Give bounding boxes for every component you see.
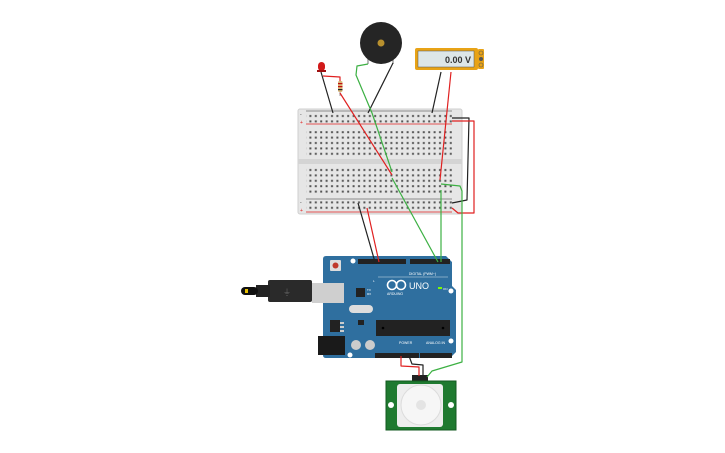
mode-dial-icon[interactable] xyxy=(479,57,483,61)
wire-pir-signal[interactable] xyxy=(426,183,463,378)
wire-rail-ground-bridge[interactable] xyxy=(451,117,470,204)
brand-label: ARDUINO xyxy=(387,292,403,296)
mode-dial-icon[interactable] xyxy=(478,50,484,56)
wire-pir-ground[interactable] xyxy=(408,355,424,376)
multimeter-reading: 0.00 V xyxy=(445,55,471,65)
rail-plus-label-bottom: + xyxy=(300,208,303,214)
wire-buzzer-signal[interactable] xyxy=(355,63,393,173)
mode-dial-icon[interactable] xyxy=(478,62,484,68)
arduino-uno[interactable]: DIGITAL (PWM~) UNO ARDUINO L TX RX ON PO… xyxy=(312,256,456,358)
piezo-buzzer[interactable] xyxy=(360,22,402,64)
model-label: UNO xyxy=(409,281,429,291)
crystal xyxy=(349,305,373,313)
wire-pir-power[interactable] xyxy=(400,356,420,376)
analog-label: ANALOG IN xyxy=(426,341,446,345)
wire-meter-red[interactable] xyxy=(439,71,452,181)
red-led[interactable] xyxy=(317,62,326,72)
wire-meter-black[interactable] xyxy=(431,71,442,114)
wire-buzzer-ground[interactable] xyxy=(367,62,394,114)
rail-plus-label: + xyxy=(300,120,303,126)
wires xyxy=(320,62,475,378)
pir-sensor[interactable] xyxy=(385,375,457,431)
led-l-label: L xyxy=(373,279,375,283)
usb-chip xyxy=(356,288,365,297)
wire-breadboard-pin[interactable] xyxy=(391,177,439,263)
usb-cable[interactable]: ⏚ xyxy=(241,280,312,302)
reset-button-cap[interactable] xyxy=(332,262,339,269)
digital-header-left[interactable] xyxy=(358,259,406,264)
wire-arduino-ground[interactable] xyxy=(357,202,376,263)
capacitor xyxy=(365,340,375,350)
led-tx-label: TX xyxy=(367,288,371,292)
digital-header-right[interactable] xyxy=(410,259,450,264)
power-header[interactable] xyxy=(375,353,419,358)
multimeter[interactable]: 0.00 V xyxy=(415,48,484,70)
power-led xyxy=(438,287,442,289)
led-rx-label: RX xyxy=(367,292,371,296)
analog-header[interactable] xyxy=(420,353,452,358)
wire-rail-power-bridge[interactable] xyxy=(451,120,475,214)
breadboard[interactable]: - + - + xyxy=(297,108,463,215)
wire-led-resistor[interactable] xyxy=(322,75,341,81)
rail-minus-label: - xyxy=(300,112,302,118)
buzzer-center xyxy=(377,39,385,47)
usb-icon: ⏚ xyxy=(283,288,291,297)
usb-port[interactable] xyxy=(312,283,344,303)
atmega-chip xyxy=(376,320,450,336)
voltage-regulator xyxy=(330,320,340,332)
wire-resistor-breadboard[interactable] xyxy=(339,92,393,176)
wire-led-ground[interactable] xyxy=(320,71,334,114)
led-on-label: ON xyxy=(443,287,448,291)
wire-arduino-5v[interactable] xyxy=(366,207,380,263)
digital-label: DIGITAL (PWM~) xyxy=(409,272,436,276)
capacitor xyxy=(351,340,361,350)
rail-minus-label-bottom: - xyxy=(300,200,302,206)
power-label: POWER xyxy=(399,341,413,345)
power-jack[interactable] xyxy=(318,336,345,355)
arduino-logo-icon xyxy=(395,279,407,291)
